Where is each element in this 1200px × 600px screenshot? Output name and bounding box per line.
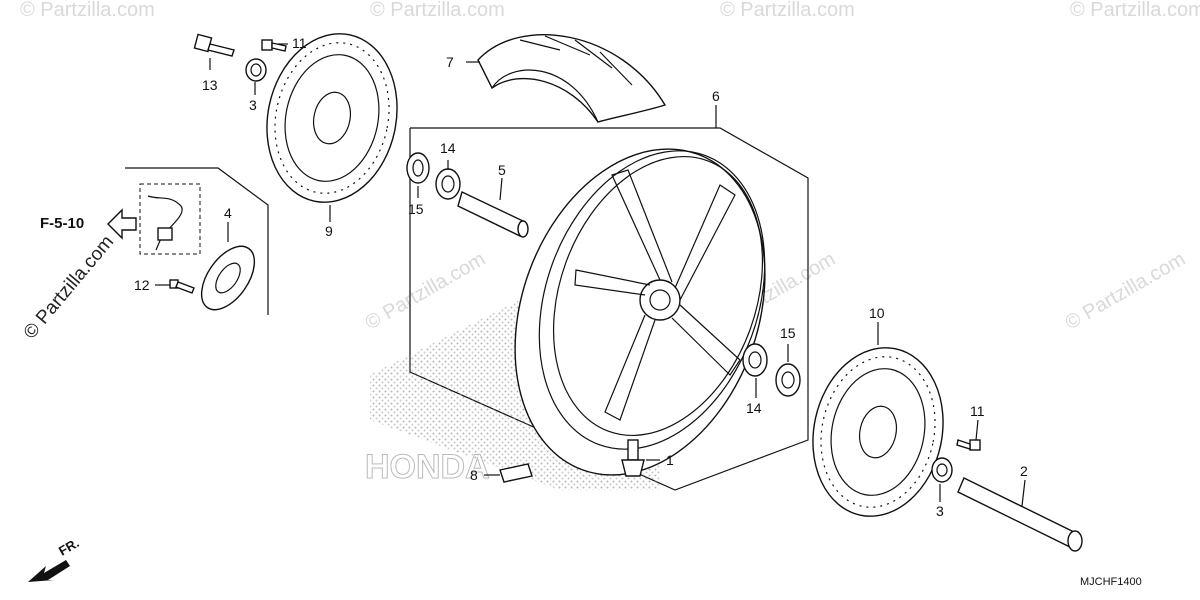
- direction-indicator: FR.: [28, 535, 82, 582]
- disc-bolt-right: [956, 439, 981, 451]
- front-wheel: [514, 148, 766, 476]
- ref-link-label[interactable]: F-5-10: [40, 215, 84, 232]
- watermark-mid-1: © Partzilla.com: [362, 248, 490, 334]
- balance-weight: [499, 463, 533, 483]
- watermark-top-2: © Partzilla.com: [370, 0, 505, 21]
- callout-5: 5: [498, 162, 506, 178]
- callout-3-left: 3: [249, 97, 257, 113]
- side-collar-right: [931, 457, 953, 483]
- callout-7: 7: [446, 54, 454, 70]
- speed-sensor: [147, 195, 183, 251]
- ref-arrow-icon: [107, 208, 137, 240]
- watermark-top-4: © Partzilla.com: [1070, 0, 1200, 21]
- callout-13: 13: [202, 77, 218, 93]
- callout-10: 10: [869, 305, 885, 321]
- bearing-left: [435, 168, 461, 200]
- callout-3-right: 3: [936, 503, 944, 519]
- right-brake-disc: [812, 347, 944, 517]
- diagram-code: MJCHF1400: [1080, 576, 1142, 588]
- callout-12: 12: [134, 277, 150, 293]
- disc-bolt-left: [261, 39, 287, 52]
- ref-arrow-f-5-10[interactable]: F-5-10: [40, 208, 137, 240]
- callout-11-left: 11: [292, 35, 307, 51]
- sensor-dashed-box: [139, 183, 201, 255]
- callout-14-left: 14: [440, 140, 456, 156]
- watermark-mid-3: © Partzilla.com: [1062, 248, 1190, 334]
- distance-collar: [457, 191, 529, 238]
- front-axle: [957, 477, 1083, 552]
- flange-bolt: [193, 33, 235, 57]
- front-tire: [477, 33, 667, 123]
- leader-lines: [155, 43, 1026, 507]
- callout-4: 4: [224, 205, 232, 221]
- callout-2: 2: [1020, 463, 1028, 479]
- fr-arrow-icon: [28, 560, 70, 582]
- watermark-top-3: © Partzilla.com: [720, 0, 855, 21]
- sensor-group-outline: [125, 167, 269, 315]
- callout-9: 9: [325, 223, 333, 239]
- valve-stem: [621, 439, 645, 477]
- callout-1: 1: [666, 452, 674, 468]
- bearing-right: [742, 343, 768, 377]
- left-brake-disc: [266, 33, 398, 203]
- honda-ghost-text: HONDA: [365, 448, 490, 486]
- fr-label: FR.: [56, 535, 82, 558]
- dust-seal-right: [775, 363, 801, 397]
- sensor-bolt: [169, 279, 195, 294]
- callout-6: 6: [712, 88, 720, 104]
- callout-11-right: 11: [970, 403, 985, 419]
- dust-seal-left: [406, 152, 430, 184]
- callouts: 1 2 3 3 4 5 6 7 8 9 10 11 11 12 13 14 14…: [134, 35, 1028, 519]
- watermark-top-1: © Partzilla.com: [20, 0, 155, 21]
- side-collar-left: [245, 58, 267, 82]
- callout-14-right: 14: [746, 400, 762, 416]
- callout-15-right: 15: [780, 325, 796, 341]
- watermark-side: © Partzilla.com: [20, 232, 118, 344]
- pulser-ring: [200, 245, 256, 311]
- callout-8: 8: [470, 467, 478, 483]
- callout-15-left: 15: [408, 201, 424, 217]
